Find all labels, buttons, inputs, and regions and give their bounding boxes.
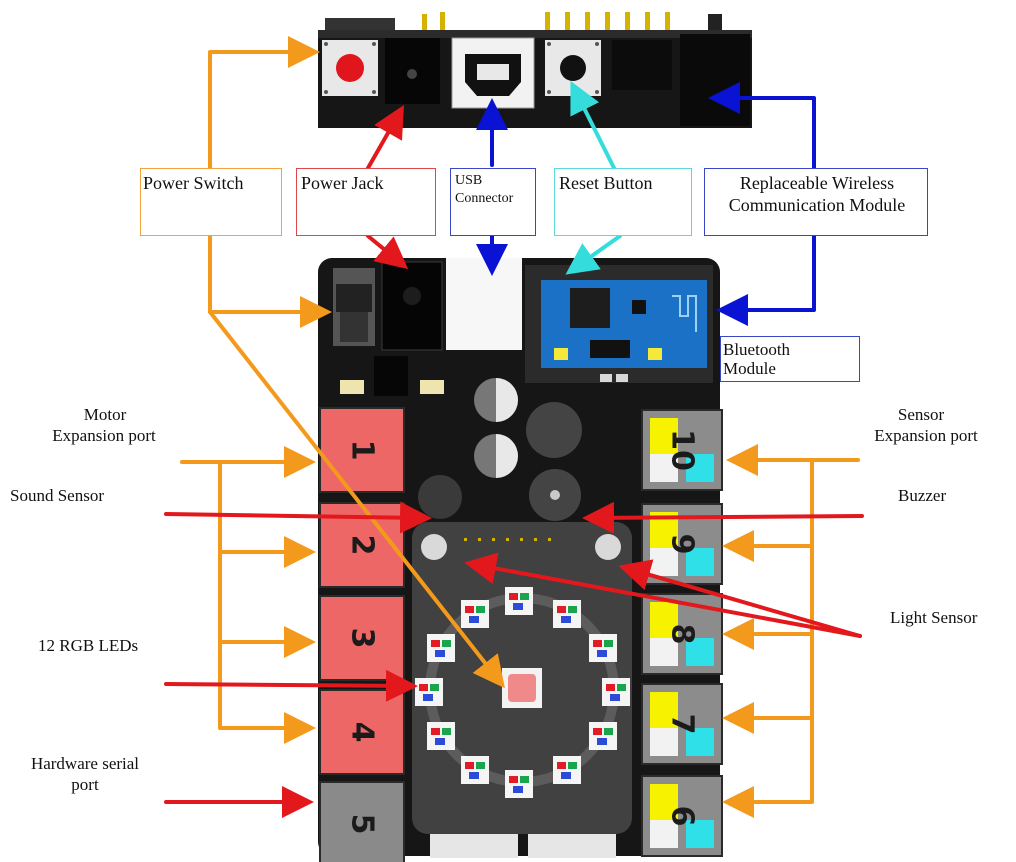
arrow-power-jack-down [366, 234, 409, 270]
capacitors [474, 378, 518, 478]
main-board [318, 258, 720, 858]
wireless-module-slot [680, 34, 750, 126]
power-jack-label: Power Jack [301, 173, 384, 193]
sensor-port-10: 10 [641, 409, 723, 491]
arrow-power-switch [208, 36, 320, 178]
rgb-leds-label: 12 RGB LEDs [38, 636, 139, 655]
sensor-expansion-label-line2: Expansion port [874, 426, 978, 445]
arrow-reset-up [570, 80, 616, 170]
power-jack-label-box: Power Jack [296, 168, 436, 236]
large-component [526, 402, 582, 458]
port-number: 5 [345, 814, 380, 835]
port-number: 10 [665, 429, 700, 471]
wireless-module-label-line2: Communication Module [728, 195, 906, 215]
rgb-led [415, 587, 630, 798]
port-number: 3 [345, 628, 380, 649]
sensor-port-8: 8 [641, 593, 723, 675]
motor-port-1: 1 [319, 407, 405, 493]
sound-sensor-label: Sound Sensor [10, 486, 104, 505]
wireless-module-label-box: Replaceable Wireless Communication Modul… [704, 168, 928, 236]
arrow-sensor-7 [722, 632, 814, 734]
arrow-sensor-9 [722, 458, 814, 562]
port-number: 2 [345, 535, 380, 556]
board-edge-view [318, 12, 752, 128]
arrow-buzzer [582, 501, 864, 534]
usb-connector-body [446, 258, 522, 350]
power-switch-label-box: Power Switch [140, 168, 282, 236]
sensor-port-7: 7 [641, 683, 723, 765]
usb-connector-top [451, 37, 535, 109]
bluetooth-module-label-line1: Bluetooth [723, 340, 791, 359]
arrow-wireless-up [708, 82, 816, 170]
motor-port-3: 3 [319, 595, 405, 681]
arrow-rgb-leds [164, 669, 418, 702]
wireless-module-label-line1: Replaceable Wireless [739, 173, 895, 193]
power-jack-body [381, 261, 443, 351]
usb-connector-label-box: USB Connector [450, 168, 536, 236]
usb-connector-label-line1: USB [455, 173, 483, 188]
arrow-light-sensor-right [618, 559, 862, 638]
power-switch-top [322, 40, 378, 96]
arrow-power-switch-led [208, 230, 505, 689]
port-number: 6 [665, 806, 700, 827]
motor-port-4: 4 [319, 689, 405, 775]
sensor-expansion-label-line1: Sensor [897, 405, 945, 424]
arrow-sensor-6 [722, 716, 814, 818]
serial-port-label-line1: Hardware serial [30, 754, 140, 773]
arrow-power-switch-down [208, 230, 332, 328]
arrow-light-sensor-left [464, 552, 862, 638]
arrow-motor-4 [218, 640, 316, 744]
bluetooth-module-label-line2: Module [723, 359, 776, 378]
port-number: 7 [665, 714, 700, 735]
power-jack-top [385, 38, 440, 104]
arrow-motor-3 [218, 550, 316, 658]
sensor-port-6: 6 [641, 775, 723, 857]
motor-ports: 1 2 3 4 5 [319, 407, 405, 862]
reset-button-label: Reset Button [559, 173, 653, 193]
arrows [164, 36, 864, 818]
bluetooth-module-board [525, 265, 713, 383]
serial-port-5: 5 [319, 781, 405, 862]
port-number: 4 [345, 722, 380, 743]
sensor-ports: 10 9 8 7 6 [641, 409, 723, 857]
buzzer-label: Buzzer [898, 486, 947, 505]
motor-expansion-label-line2: Expansion port [52, 426, 156, 445]
sound-sensor-mic [418, 475, 462, 519]
usb-connector-label-line2: Connector [455, 191, 514, 206]
buzzer [529, 469, 581, 521]
arrow-power-jack-up [366, 105, 404, 170]
arrow-sound-sensor [164, 501, 432, 534]
power-switch-slide [333, 268, 375, 346]
arrow-reset-down [565, 234, 622, 275]
port-number: 8 [665, 624, 700, 645]
reset-button-label-box: Reset Button [554, 168, 692, 236]
serial-port-label-line2: port [71, 775, 99, 794]
arrow-wireless-down [716, 234, 816, 326]
port-number: 1 [345, 440, 380, 461]
light-sensor-label: Light Sensor [890, 608, 978, 627]
motor-expansion-label-line1: Motor [83, 405, 127, 424]
header-pins [422, 12, 670, 32]
port-number: 9 [665, 534, 700, 555]
rgb-led-panel [412, 522, 632, 858]
power-switch-label: Power Switch [143, 173, 244, 193]
center-button [502, 668, 542, 708]
arrow-motor-2 [218, 460, 316, 568]
bluetooth-module-label-box: Bluetooth Module [720, 336, 860, 382]
